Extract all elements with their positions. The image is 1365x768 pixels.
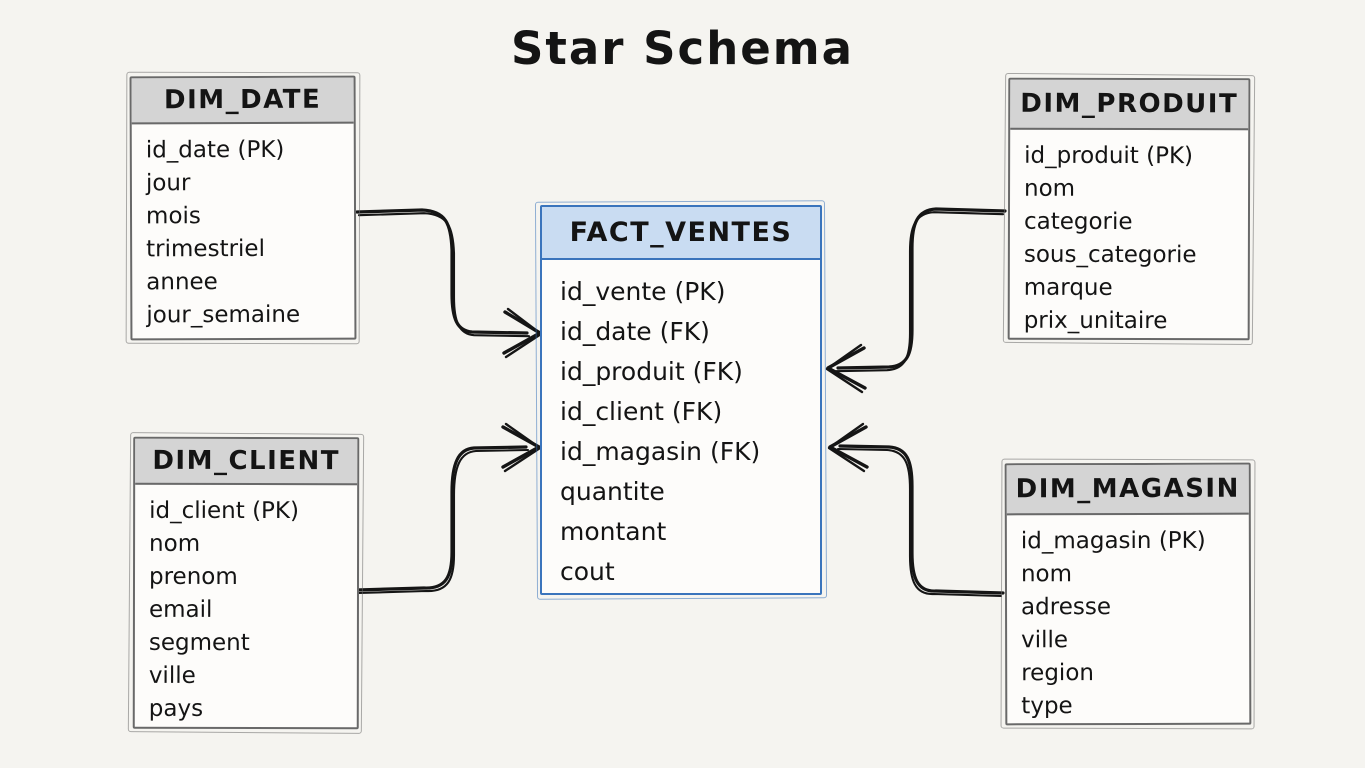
table-dim-produit[interactable]: DIM_PRODUIT id_produit (PK) nom categori… xyxy=(1007,77,1251,341)
field: annee xyxy=(146,269,218,296)
table-dim-magasin-title: DIM_MAGASIN xyxy=(1006,464,1249,516)
field: adresse xyxy=(1021,594,1111,621)
table-dim-client-fields: id_client (PK) nom prenom email segment … xyxy=(135,485,357,726)
field: trimestriel xyxy=(146,235,266,263)
field: nom xyxy=(1020,561,1073,588)
table-dim-date-title: DIM_DATE xyxy=(131,77,354,125)
arrowhead-right-icon xyxy=(502,310,542,355)
field: email xyxy=(148,596,213,623)
table-dim-client-title: DIM_CLIENT xyxy=(135,438,358,486)
field: ville xyxy=(1021,627,1069,654)
connector-dim-client-to-fact xyxy=(355,422,542,595)
table-dim-date[interactable]: DIM_DATE id_date (PK) jour mois trimestr… xyxy=(129,75,357,341)
field: id_date (FK) xyxy=(560,317,710,346)
connector-dim-date-to-fact xyxy=(355,208,543,359)
field: nom xyxy=(149,530,201,557)
field: quantite xyxy=(560,477,665,506)
field: nom xyxy=(1024,175,1076,202)
field: id_client (FK) xyxy=(560,397,723,426)
field: cout xyxy=(560,557,615,586)
table-dim-date-fields: id_date (PK) jour mois trimestriel annee… xyxy=(132,124,355,333)
field: jour_semaine xyxy=(146,301,301,329)
field: ville xyxy=(148,662,196,689)
table-dim-magasin[interactable]: DIM_MAGASIN id_magasin (PK) nom adresse … xyxy=(1004,462,1252,726)
table-dim-produit-title: DIM_PRODUIT xyxy=(1010,79,1249,131)
diagram-title: Star Schema xyxy=(510,22,855,75)
field: prenom xyxy=(148,563,238,590)
field: id_vente (PK) xyxy=(560,277,726,306)
field: montant xyxy=(560,517,667,546)
connector-dim-produit-to-fact xyxy=(825,207,1007,394)
field: id_client (PK) xyxy=(149,497,300,525)
table-dim-client[interactable]: DIM_CLIENT id_client (PK) nom prenom ema… xyxy=(132,436,360,730)
arrowhead-left-icon xyxy=(826,346,867,390)
field: id_produit (FK) xyxy=(560,357,743,386)
arrowhead-left-icon xyxy=(828,425,869,469)
field: region xyxy=(1021,660,1094,687)
arrowhead-right-icon xyxy=(501,425,541,469)
field: id_magasin (PK) xyxy=(1020,527,1206,555)
field: id_magasin (FK) xyxy=(560,437,761,466)
field: categorie xyxy=(1023,208,1133,236)
field: jour xyxy=(145,170,191,197)
field: marque xyxy=(1023,274,1113,301)
field: prix_unitaire xyxy=(1023,307,1168,335)
field: segment xyxy=(148,629,250,657)
field: pays xyxy=(148,695,204,722)
connector-dim-magasin-to-fact xyxy=(827,422,1005,598)
field: mois xyxy=(145,203,201,230)
table-fact-ventes-title: FACT_VENTES xyxy=(542,207,820,260)
field: id_produit (PK) xyxy=(1024,142,1194,170)
field: type xyxy=(1021,693,1073,720)
field: sous_categorie xyxy=(1023,241,1197,269)
table-dim-magasin-fields: id_magasin (PK) nom adresse ville region… xyxy=(1007,515,1250,724)
table-dim-produit-fields: id_produit (PK) nom categorie sous_categ… xyxy=(1010,130,1249,339)
table-fact-ventes-fields: id_vente (PK) id_date (FK) id_produit (F… xyxy=(542,260,820,592)
field: id_date (PK) xyxy=(145,136,285,164)
table-fact-ventes[interactable]: FACT_VENTES id_vente (PK) id_date (FK) i… xyxy=(540,205,822,595)
